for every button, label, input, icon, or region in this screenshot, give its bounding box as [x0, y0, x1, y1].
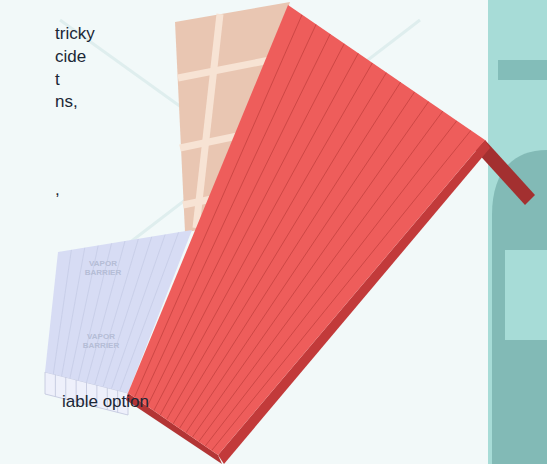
text-fragment: cide — [55, 47, 86, 67]
panel-seam — [141, 24, 316, 402]
panel-seam — [147, 34, 330, 406]
panel-seam — [212, 130, 471, 450]
text-fragment: tricky — [55, 24, 95, 44]
panel-seam — [205, 121, 457, 446]
arch-window — [505, 250, 547, 340]
text-fragment: , — [55, 180, 60, 200]
panel-seam — [192, 101, 428, 437]
watermark: VAPOR BARRIER — [80, 259, 126, 277]
panel-seam — [160, 53, 358, 415]
panel-seam — [173, 73, 387, 425]
panel-seam — [134, 15, 302, 398]
panel-seam — [154, 44, 345, 411]
panel-seam — [53, 250, 71, 374]
panel-seam — [199, 111, 443, 442]
roof-panel — [128, 5, 485, 455]
panel-seam — [167, 63, 373, 420]
text-fragment: t — [55, 70, 60, 90]
text-fragment: ns, — [55, 92, 78, 112]
teal-panel — [488, 0, 547, 464]
text-fragment: iable option — [62, 392, 149, 412]
panel-seam — [55, 375, 56, 397]
panel-seam — [62, 248, 85, 377]
truss — [498, 60, 547, 80]
watermark: VAPOR BARRIER — [78, 332, 124, 350]
panel-seam — [186, 92, 415, 433]
panel-seam — [179, 82, 400, 428]
